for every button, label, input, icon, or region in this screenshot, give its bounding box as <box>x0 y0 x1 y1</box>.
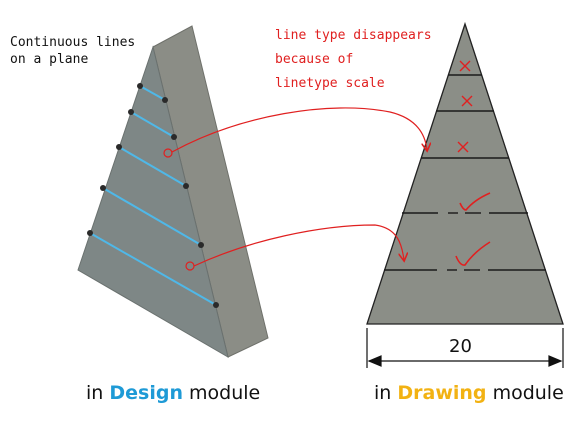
caption-design: in Design module <box>86 382 260 404</box>
arrow-to-dashed-line <box>193 224 404 267</box>
plane-note-line-1: Continuous lines <box>10 35 136 50</box>
check-marks <box>455 192 491 266</box>
model-line-2 <box>130 111 175 138</box>
dimension-arrow-right <box>548 355 563 367</box>
caption-design-prefix: in <box>86 382 110 404</box>
model-line-4 <box>102 187 202 246</box>
solid-front-face <box>77 45 229 359</box>
drawing-triangle <box>366 21 564 325</box>
triangle-face <box>366 21 564 325</box>
model-line-1 <box>139 85 166 101</box>
model-line-5 <box>89 232 217 306</box>
caption-design-suffix: module <box>182 382 261 404</box>
drawing-note: line type disappears because of linetype… <box>275 24 432 96</box>
design-solid <box>77 25 269 359</box>
drawing-note-line-2: because of <box>275 52 354 67</box>
check-mark-1 <box>459 192 491 211</box>
drawing-note-line-3: linetype scale <box>275 76 385 91</box>
cross-mark-3 <box>457 141 469 153</box>
dimension-value: 20 <box>449 336 472 357</box>
annotation-arrows <box>171 107 427 267</box>
line-endpoints <box>87 83 219 308</box>
dashed-section-lines <box>384 212 546 271</box>
cross-marks <box>457 60 473 153</box>
cross-mark-1 <box>459 60 471 72</box>
check-mark-2 <box>455 241 491 266</box>
caption-drawing-prefix: in <box>374 382 398 404</box>
caption-drawing-highlight: Drawing <box>397 382 487 404</box>
dimension-arrow-left <box>367 355 382 367</box>
caption-drawing-suffix: module <box>486 382 564 404</box>
dimension <box>366 328 564 368</box>
model-lines <box>89 85 217 306</box>
model-line-3 <box>118 146 187 187</box>
plane-note: Continuous lines on a plane <box>10 34 135 68</box>
drawing-note-line-1: line type disappears <box>275 28 432 43</box>
plane-note-line-2: on a plane <box>10 52 89 67</box>
cross-mark-2 <box>461 95 473 107</box>
solid-section-lines <box>421 74 509 159</box>
arrow-to-crossed-line <box>171 107 427 152</box>
caption-drawing: in Drawing module <box>374 382 564 404</box>
caption-design-highlight: Design <box>109 382 183 404</box>
